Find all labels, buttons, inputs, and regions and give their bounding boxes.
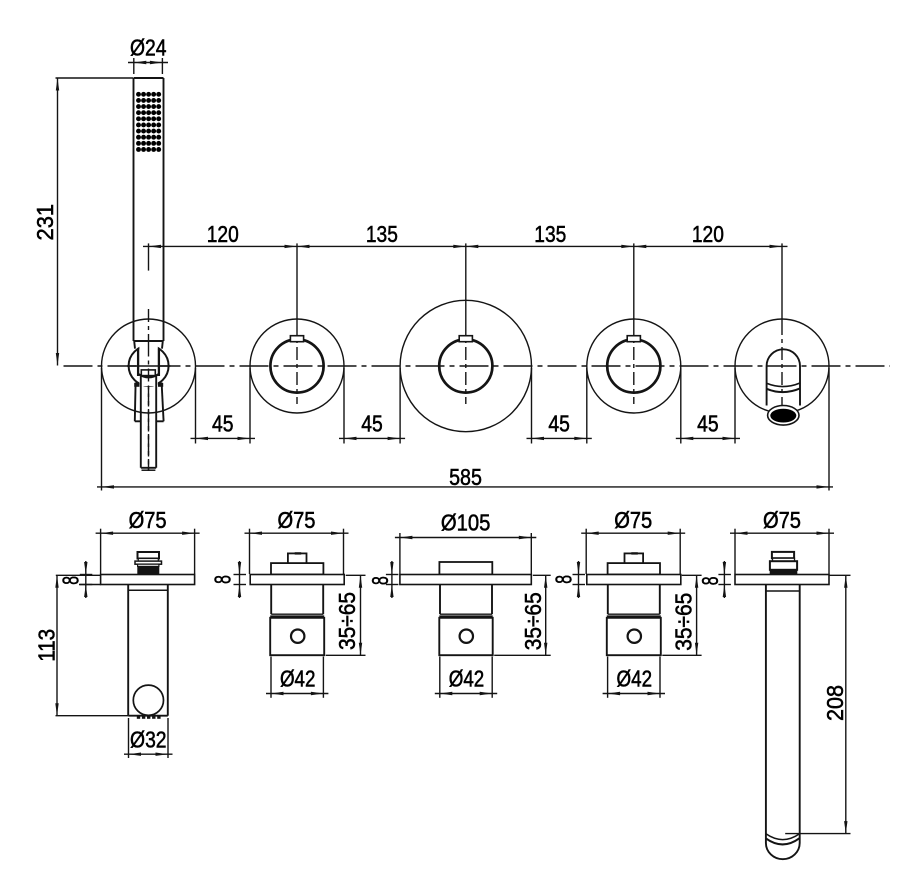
svg-text:Ø24: Ø24 (130, 35, 167, 61)
svg-text:231: 231 (32, 204, 58, 241)
svg-text:Ø75: Ø75 (614, 507, 652, 533)
svg-text:45: 45 (548, 411, 570, 437)
svg-text:8: 8 (550, 575, 576, 584)
svg-text:120: 120 (692, 221, 724, 247)
svg-text:45: 45 (212, 411, 234, 437)
svg-text:120: 120 (207, 221, 239, 247)
svg-text:45: 45 (361, 411, 383, 437)
svg-text:135: 135 (534, 221, 566, 247)
svg-text:35÷65: 35÷65 (520, 592, 546, 650)
svg-text:Ø42: Ø42 (449, 665, 485, 691)
svg-text:Ø42: Ø42 (617, 665, 653, 691)
svg-text:8: 8 (367, 576, 393, 585)
svg-text:Ø75: Ø75 (278, 507, 316, 533)
svg-text:113: 113 (34, 629, 60, 662)
svg-text:585: 585 (449, 464, 482, 490)
svg-text:8: 8 (697, 576, 723, 585)
svg-text:35÷65: 35÷65 (334, 592, 360, 650)
svg-text:45: 45 (697, 411, 719, 437)
svg-text:8: 8 (210, 575, 236, 584)
svg-text:Ø105: Ø105 (441, 509, 491, 535)
svg-text:208: 208 (822, 685, 848, 721)
svg-text:135: 135 (366, 221, 398, 247)
svg-text:8: 8 (58, 576, 84, 585)
svg-text:Ø75: Ø75 (763, 507, 801, 533)
svg-text:Ø75: Ø75 (129, 507, 167, 533)
svg-text:35÷65: 35÷65 (671, 593, 697, 651)
svg-text:Ø42: Ø42 (280, 665, 316, 691)
svg-text:Ø32: Ø32 (130, 727, 167, 753)
